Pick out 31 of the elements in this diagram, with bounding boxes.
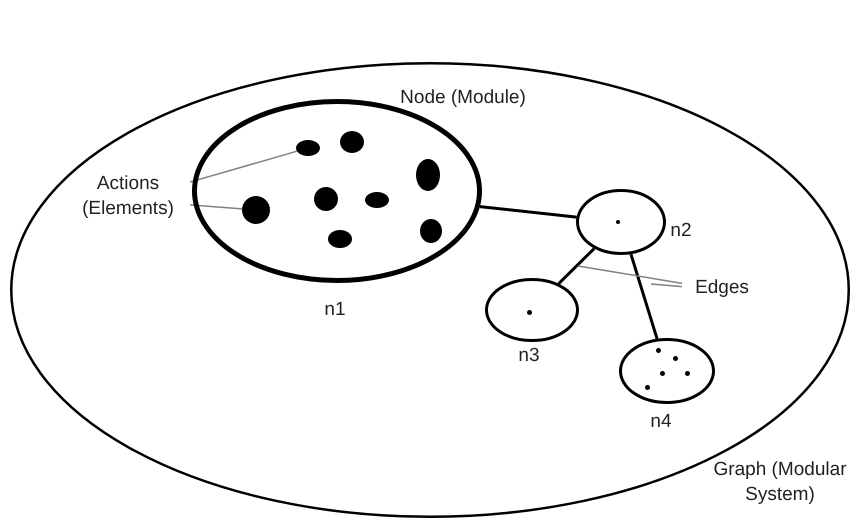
element-dot	[365, 192, 389, 208]
leader-line	[650, 283, 682, 288]
node-caption: n1	[323, 298, 347, 322]
element-dot	[684, 370, 690, 376]
element-dot	[616, 220, 620, 224]
leader-line	[190, 204, 242, 210]
connector-line	[480, 205, 577, 219]
connector-line	[558, 247, 596, 285]
graph-ellipse	[10, 62, 850, 518]
leader-line	[190, 150, 298, 183]
annotation-label: Edges	[694, 276, 750, 300]
element-dot	[242, 196, 270, 224]
element-dot	[340, 131, 364, 153]
node-caption: n3	[517, 344, 541, 368]
element-dot	[328, 230, 352, 248]
element-dot	[314, 187, 338, 211]
element-dot	[416, 159, 440, 191]
connector-line	[630, 254, 658, 340]
node-caption: Node (Module)	[399, 86, 527, 110]
annotation-label: Actions (Elements)	[81, 172, 175, 221]
element-dot	[526, 310, 532, 314]
node-caption: n2	[669, 219, 693, 243]
element-dot	[644, 384, 650, 390]
element-dot	[420, 219, 442, 243]
element-dot	[660, 370, 664, 376]
element-dot	[672, 356, 678, 360]
node-caption: n4	[649, 410, 673, 434]
element-dot	[296, 140, 320, 156]
leader-line	[578, 265, 682, 284]
graph-label: Graph (Modular System)	[712, 458, 848, 507]
element-dot	[656, 348, 660, 352]
